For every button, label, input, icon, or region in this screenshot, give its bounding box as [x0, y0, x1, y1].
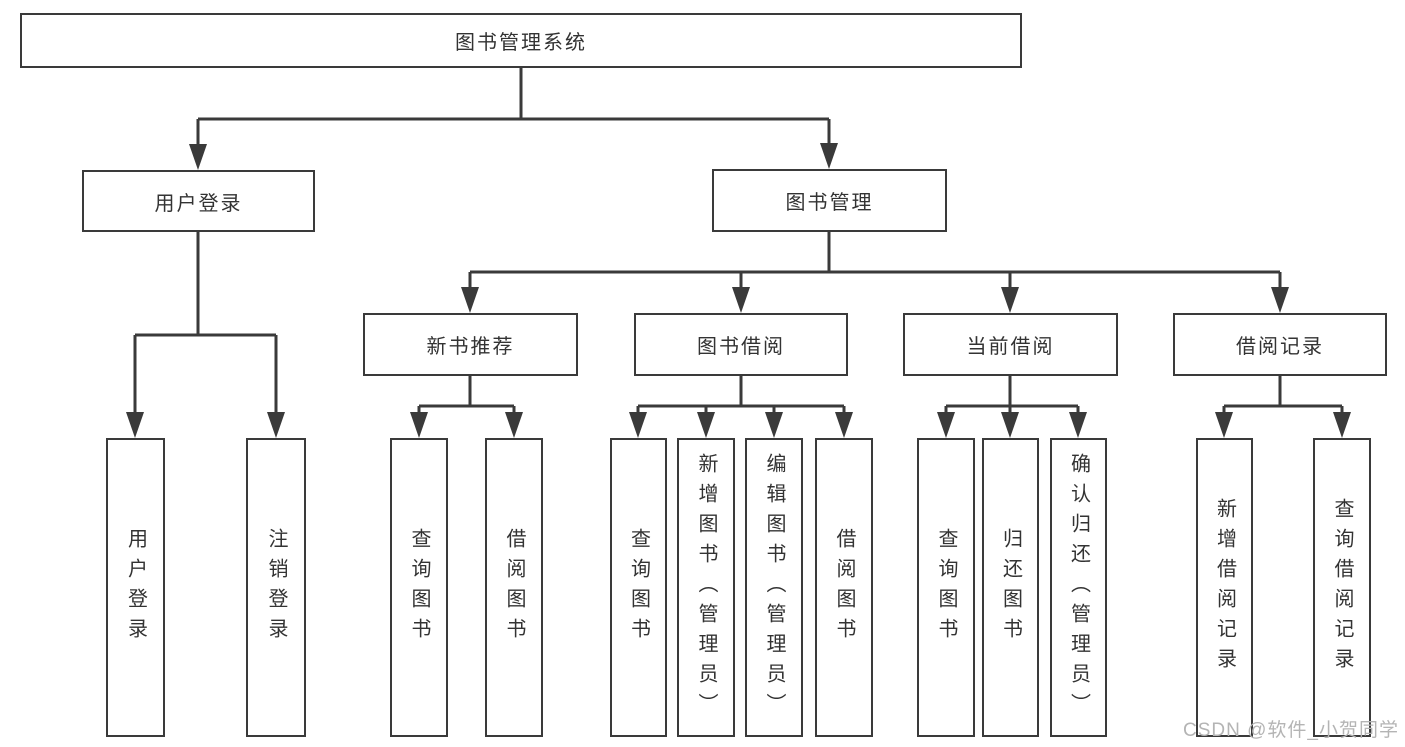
arrowhead-icon: [1001, 287, 1019, 313]
node-label: 编辑图书（管理员）: [763, 452, 785, 723]
arrowhead-icon: [629, 412, 647, 438]
arrowhead-icon: [1215, 412, 1233, 438]
node-leaf-borrow-books-1: 借阅图书: [485, 438, 543, 737]
node-book-borrowing: 图书借阅: [634, 313, 848, 376]
node-current-borrowing: 当前借阅: [903, 313, 1118, 376]
arrowhead-icon: [820, 143, 838, 169]
csdn-watermark: CSDN @软件_小贺同学: [1183, 720, 1399, 741]
node-leaf-query-books-1: 查询图书: [390, 438, 448, 737]
node-leaf-return-books: 归还图书: [982, 438, 1039, 737]
node-leaf-confirm-return-admin: 确认归还（管理员）: [1050, 438, 1107, 737]
arrowhead-icon: [267, 412, 285, 438]
arrowhead-icon: [765, 412, 783, 438]
node-label: 查询借阅记录: [1331, 497, 1353, 678]
node-label: 借阅图书: [503, 527, 525, 648]
arrowhead-icon: [461, 287, 479, 313]
arrowhead-icon: [1069, 412, 1087, 438]
node-book-management: 图书管理: [712, 169, 947, 232]
node-leaf-query-borrow-record: 查询借阅记录: [1313, 438, 1371, 737]
node-label: 用户登录: [124, 527, 147, 648]
node-new-book-recommendation: 新书推荐: [363, 313, 578, 376]
arrowhead-icon: [937, 412, 955, 438]
arrowhead-icon: [1333, 412, 1351, 438]
node-library-management-system: 图书管理系统: [20, 13, 1022, 68]
node-label: 查询图书: [408, 527, 430, 648]
node-label: 确认归还（管理员）: [1067, 452, 1090, 723]
node-label: 新增图书（管理员）: [695, 452, 717, 723]
node-label: 查询图书: [935, 527, 957, 648]
node-leaf-edit-books-admin: 编辑图书（管理员）: [745, 438, 803, 737]
arrowhead-icon: [1001, 412, 1019, 438]
arrowhead-icon: [835, 412, 853, 438]
node-label: 注销登录: [265, 527, 287, 648]
arrowhead-icon: [410, 412, 428, 438]
node-leaf-borrow-books-2: 借阅图书: [815, 438, 873, 737]
node-label: 借阅图书: [833, 527, 855, 648]
arrowhead-icon: [189, 144, 207, 170]
node-leaf-query-books-2: 查询图书: [610, 438, 667, 737]
node-leaf-logout: 注销登录: [246, 438, 306, 737]
node-label: 归还图书: [999, 527, 1022, 648]
node-label: 新增借阅记录: [1213, 497, 1236, 678]
node-leaf-add-borrow-record: 新增借阅记录: [1196, 438, 1253, 737]
node-borrowing-records: 借阅记录: [1173, 313, 1387, 376]
arrowhead-icon: [732, 287, 750, 313]
arrowhead-icon: [1271, 287, 1289, 313]
node-leaf-user-login: 用户登录: [106, 438, 165, 737]
node-leaf-add-books-admin: 新增图书（管理员）: [677, 438, 735, 737]
node-label: 查询图书: [627, 527, 650, 648]
arrowhead-icon: [505, 412, 523, 438]
arrowhead-icon: [126, 412, 144, 438]
node-leaf-query-books-3: 查询图书: [917, 438, 975, 737]
node-user-login: 用户登录: [82, 170, 315, 232]
arrowhead-icon: [697, 412, 715, 438]
